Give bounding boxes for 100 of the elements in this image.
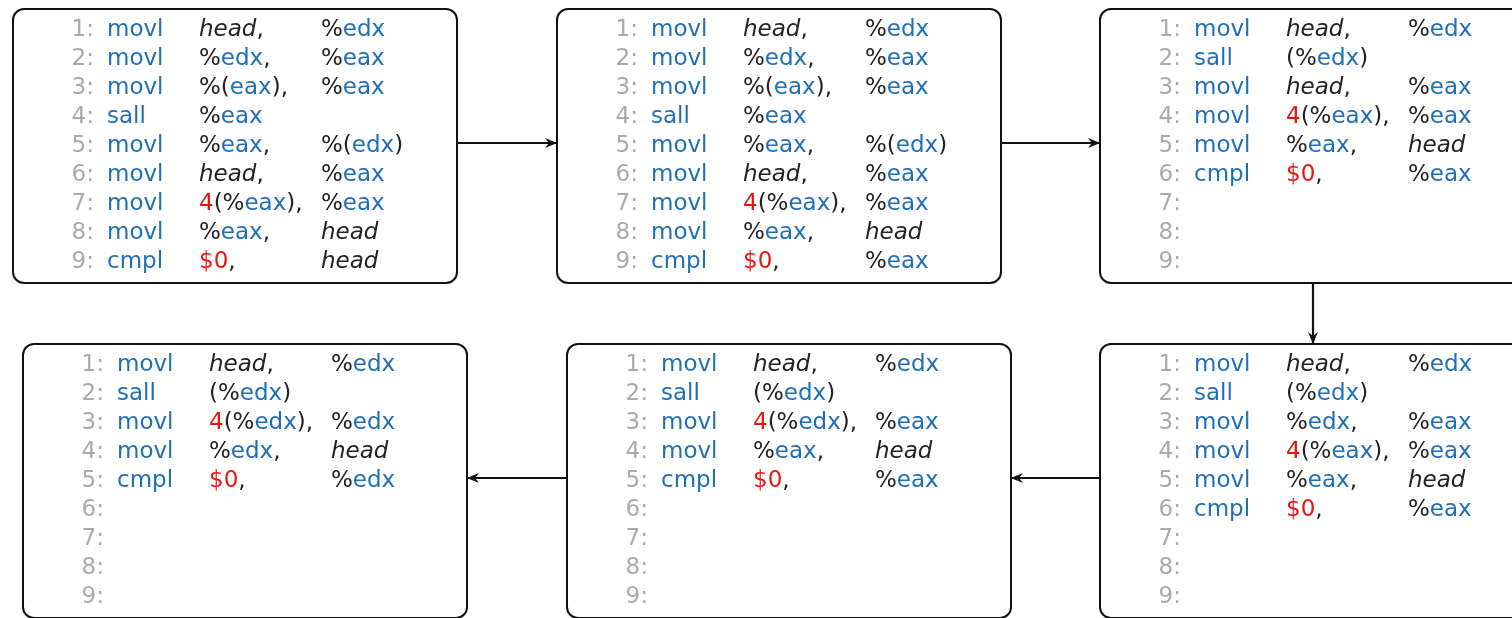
- operand: head: [1408, 130, 1466, 159]
- line-number: 7:: [614, 188, 638, 217]
- operand: %eax: [1408, 101, 1472, 130]
- operand: %(eax),: [199, 72, 288, 101]
- opcode: movl: [107, 14, 164, 43]
- opcode: movl: [661, 349, 718, 378]
- operand: %eax: [1408, 72, 1472, 101]
- line-number: 5:: [80, 465, 104, 494]
- opcode: movl: [651, 14, 708, 43]
- line-number: 2:: [1157, 378, 1181, 407]
- operand: head: [331, 436, 389, 465]
- line-number: 9:: [70, 246, 94, 275]
- line-number: 4:: [1157, 436, 1181, 465]
- opcode: cmpl: [651, 246, 708, 275]
- operand: %eax: [865, 159, 929, 188]
- opcode: movl: [107, 217, 164, 246]
- opcode: movl: [1194, 101, 1251, 130]
- line-number: 4:: [614, 101, 638, 130]
- line-number: 4:: [80, 436, 104, 465]
- line-number: 5:: [614, 130, 638, 159]
- operand: %(edx): [865, 130, 948, 159]
- opcode: movl: [107, 43, 164, 72]
- opcode: movl: [107, 130, 164, 159]
- operand: 4(%eax),: [199, 188, 303, 217]
- line-number: 1:: [70, 14, 94, 43]
- line-number: 8:: [1157, 552, 1181, 581]
- operand: head,: [1286, 349, 1351, 378]
- line-number: 7:: [1157, 523, 1181, 552]
- line-number: 1:: [624, 349, 648, 378]
- operand: head,: [199, 159, 264, 188]
- operand: %eax: [875, 465, 939, 494]
- operand: (%edx): [753, 378, 836, 407]
- line-number: 9:: [1157, 581, 1181, 610]
- operand: head: [875, 436, 933, 465]
- line-number: 2:: [80, 378, 104, 407]
- operand: %eax,: [1286, 130, 1358, 159]
- line-number: 5:: [1157, 130, 1181, 159]
- opcode: movl: [1194, 130, 1251, 159]
- operand: head: [865, 217, 923, 246]
- operand: %eax: [865, 246, 929, 275]
- arrow: [1011, 473, 1099, 483]
- line-number: 1:: [1157, 349, 1181, 378]
- operand: head: [321, 246, 379, 275]
- operand: head,: [743, 14, 808, 43]
- opcode: sall: [107, 101, 146, 130]
- operand: $0,: [199, 246, 236, 275]
- operand: %edx: [875, 349, 940, 378]
- operand: $0,: [753, 465, 790, 494]
- operand: head,: [209, 349, 274, 378]
- operand: %edx: [865, 14, 930, 43]
- code-box: [12, 8, 458, 284]
- opcode: movl: [1194, 407, 1251, 436]
- opcode: movl: [1194, 14, 1251, 43]
- operand: %eax: [321, 72, 385, 101]
- operand: $0,: [1286, 159, 1323, 188]
- line-number: 9:: [624, 581, 648, 610]
- operand: head,: [753, 349, 818, 378]
- operand: %eax,: [743, 217, 815, 246]
- code-box: [1099, 8, 1512, 284]
- line-number: 4:: [1157, 101, 1181, 130]
- line-number: 5:: [624, 465, 648, 494]
- operand: %edx: [1408, 349, 1473, 378]
- operand: %eax: [1408, 159, 1472, 188]
- line-number: 7:: [1157, 188, 1181, 217]
- operand: %eax: [321, 188, 385, 217]
- operand: %eax: [1408, 436, 1472, 465]
- line-number: 3:: [624, 407, 648, 436]
- operand: head,: [199, 14, 264, 43]
- operand: %eax,: [753, 436, 825, 465]
- opcode: movl: [661, 407, 718, 436]
- line-number: 3:: [70, 72, 94, 101]
- code-box: [22, 343, 468, 618]
- arrow: [467, 473, 566, 483]
- opcode: movl: [107, 159, 164, 188]
- opcode: movl: [651, 188, 708, 217]
- operand: $0,: [209, 465, 246, 494]
- line-number: 3:: [1157, 72, 1181, 101]
- line-number: 6:: [70, 159, 94, 188]
- operand: %edx,: [199, 43, 271, 72]
- operand: 4(%eax),: [743, 188, 847, 217]
- opcode: movl: [1194, 436, 1251, 465]
- opcode: sall: [1194, 43, 1233, 72]
- operand: %(edx): [321, 130, 404, 159]
- operand: head,: [1286, 14, 1351, 43]
- line-number: 8:: [80, 552, 104, 581]
- line-number: 9:: [1157, 246, 1181, 275]
- operand: (%edx): [1286, 378, 1369, 407]
- line-number: 1:: [614, 14, 638, 43]
- line-number: 8:: [624, 552, 648, 581]
- line-number: 8:: [70, 217, 94, 246]
- opcode: sall: [117, 378, 156, 407]
- operand: %edx: [331, 349, 396, 378]
- opcode: cmpl: [661, 465, 718, 494]
- operand: %eax: [321, 43, 385, 72]
- line-number: 2:: [624, 378, 648, 407]
- opcode: movl: [651, 43, 708, 72]
- operand: %edx: [1408, 14, 1473, 43]
- opcode: movl: [1194, 465, 1251, 494]
- line-number: 2:: [1157, 43, 1181, 72]
- operand: %eax,: [199, 217, 271, 246]
